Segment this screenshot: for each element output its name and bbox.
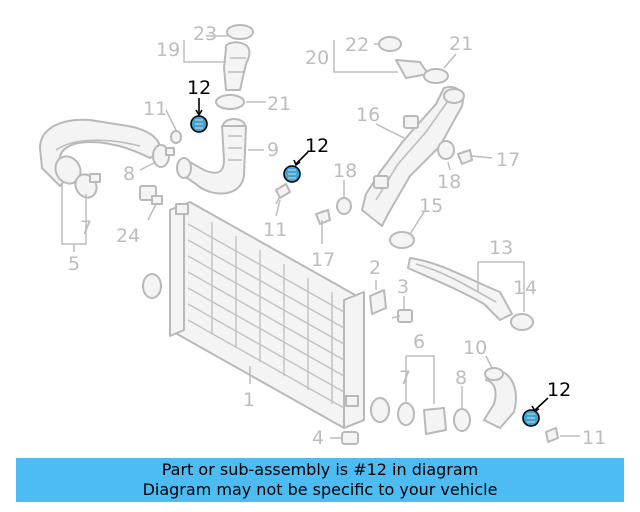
bolt-17b xyxy=(315,209,331,225)
leader-lines-12 xyxy=(195,98,549,413)
callout-4: 4 xyxy=(312,427,324,449)
callout-3: 3 xyxy=(397,276,409,298)
callout-2: 2 xyxy=(369,257,381,279)
sensor-24 xyxy=(139,185,163,205)
callout-11b: 11 xyxy=(263,219,287,241)
callout-17b: 17 xyxy=(311,249,335,271)
callout-17a: 17 xyxy=(496,149,520,171)
bolt-11c xyxy=(545,427,559,443)
nut-18b xyxy=(336,197,352,215)
callout-12b: 12 xyxy=(305,135,329,157)
clamp-14 xyxy=(510,313,534,331)
charge-pipe-16 xyxy=(361,86,465,227)
callout-labels: 1 2 3 4 5 6 7 7 8 8 9 10 11 11 11 13 14 … xyxy=(68,23,606,449)
clamp-21a xyxy=(215,94,245,110)
callout-16: 16 xyxy=(356,104,380,126)
bolt-11a xyxy=(170,130,182,144)
callout-7b: 7 xyxy=(399,367,411,389)
intake-pipe-9 xyxy=(176,118,247,195)
bracket-2 xyxy=(369,289,387,315)
leader-lines xyxy=(61,35,580,439)
intercooler-1 xyxy=(142,201,390,429)
callout-6: 6 xyxy=(413,331,425,353)
callout-12a: 12 xyxy=(187,77,211,99)
part-12-lower-right xyxy=(522,409,540,427)
clamp-21b xyxy=(423,68,449,84)
callout-7a: 7 xyxy=(80,217,92,239)
callout-11c: 11 xyxy=(582,427,606,449)
banner-line-1: Part or sub-assembly is #12 in diagram xyxy=(161,460,479,479)
callout-5: 5 xyxy=(68,253,80,275)
charge-hose-13 xyxy=(407,257,513,321)
callout-21a: 21 xyxy=(267,93,291,115)
callout-24: 24 xyxy=(116,225,140,247)
callout-1: 1 xyxy=(243,389,255,411)
bolt-3 xyxy=(391,309,413,323)
callout-20: 20 xyxy=(305,47,329,69)
callout-8a: 8 xyxy=(123,163,135,185)
banner-line-2: Diagram may not be specific to your vehi… xyxy=(142,480,498,499)
callout-15: 15 xyxy=(419,195,443,217)
part-12-center xyxy=(283,165,301,183)
callout-18a: 18 xyxy=(437,171,461,193)
callout-13: 13 xyxy=(489,237,513,259)
callout-8b: 8 xyxy=(455,367,467,389)
upper-duct-19 xyxy=(223,24,254,91)
callout-19: 19 xyxy=(156,39,180,61)
hose-10 xyxy=(483,367,517,429)
callout-21b: 21 xyxy=(449,33,473,55)
callout-11a: 11 xyxy=(143,98,167,120)
bolt-17a xyxy=(457,149,473,165)
callout-12c: 12 xyxy=(547,379,571,401)
callout-22: 22 xyxy=(345,34,369,56)
callout-18b: 18 xyxy=(333,160,357,182)
hose-clamp-7a xyxy=(74,173,101,199)
clamp-8b xyxy=(453,408,471,432)
pipe-6 xyxy=(423,407,447,435)
callout-14: 14 xyxy=(513,277,537,299)
callout-10: 10 xyxy=(463,337,487,359)
hose-clamp-8a xyxy=(152,144,175,168)
info-banner: Part or sub-assembly is #12 in diagram D… xyxy=(16,458,624,502)
bolt-11b xyxy=(275,183,291,205)
callout-9: 9 xyxy=(267,139,279,161)
clamp-7b xyxy=(397,402,415,426)
callout-23: 23 xyxy=(193,23,217,45)
grommet-4 xyxy=(341,431,359,445)
clamp-15 xyxy=(389,231,415,249)
part-12-upper-left xyxy=(190,115,208,133)
nut-18a xyxy=(437,140,455,160)
